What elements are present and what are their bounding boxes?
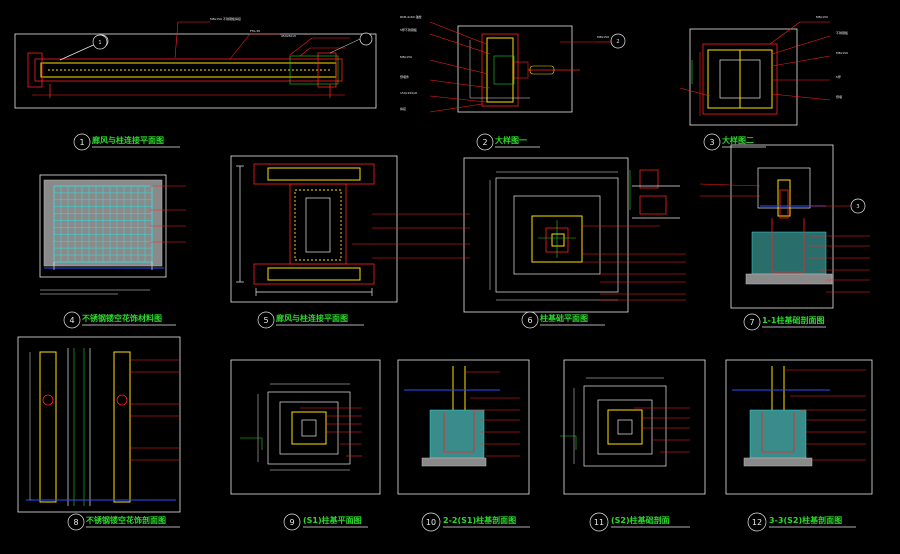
drawing-number-7: 7 xyxy=(749,318,754,327)
svg-text:M8x150: M8x150 xyxy=(836,51,848,55)
title-block-2: 2 大样图一 xyxy=(476,133,540,151)
drawing-title-10: 2-2(S1)柱基剖面图 xyxy=(443,515,516,525)
detail-11-plan xyxy=(560,377,690,467)
detail-5 xyxy=(236,163,470,296)
svg-text:M8x150 不锈钢板焊接: M8x150 不锈钢板焊接 xyxy=(210,16,241,21)
detail-3: M8x150 不锈钢板 M8x150 5厚 预埋 xyxy=(679,15,848,116)
drawing-title-12: 3-3(S2)柱基剖面图 xyxy=(769,515,842,525)
drawing-title-3: 大样图二 xyxy=(722,135,754,145)
detail-1-plan: M8x150 不锈钢板焊接 FTA-30 450x50x5 xyxy=(27,16,373,98)
drawing-number-5: 5 xyxy=(263,316,268,325)
section-mark-3-label: 3 xyxy=(856,204,859,210)
section-mark-bubble xyxy=(850,198,866,214)
title-block-1: 1 廊风与柱连接平面图 xyxy=(73,133,180,151)
detail-4-lattice xyxy=(40,179,186,295)
frame-1 xyxy=(14,33,377,109)
detail-7-section xyxy=(699,167,870,293)
title-block-7: 7 1-1柱基础剖面图 xyxy=(743,313,826,331)
frame-8 xyxy=(17,336,181,513)
drawing-title-2: 大样图一 xyxy=(495,135,527,145)
svg-text:RCB-4x60 锚栓: RCB-4x60 锚栓 xyxy=(400,14,422,19)
drawing-number-11: 11 xyxy=(594,518,604,527)
svg-text:预埋: 预埋 xyxy=(836,94,842,99)
drawing-number-4: 4 xyxy=(69,316,74,325)
drawing-title-11: (S2)柱基础剖面 xyxy=(611,515,670,525)
svg-text:150x150x8: 150x150x8 xyxy=(400,91,417,95)
drawing-title-4: 不锈钢镂空花饰材料图 xyxy=(82,313,162,323)
drawing-number-6: 6 xyxy=(527,316,532,325)
detail-2: RCB-4x60 锚栓 5厚不锈钢板 M8x150 预埋件 150x150x8 … xyxy=(400,14,625,113)
frame-2 xyxy=(457,25,573,113)
svg-text:预埋件: 预埋件 xyxy=(400,74,409,79)
detail-9-plan xyxy=(240,383,362,471)
title-block-4: 4 不锈钢镂空花饰材料图 xyxy=(63,311,176,329)
title-block-12: 12 3-3(S2)柱基剖面图 xyxy=(747,512,856,532)
drawing-number-8: 8 xyxy=(73,518,78,527)
detail-12-section xyxy=(732,366,866,467)
section-mark-bubble xyxy=(610,33,626,49)
drawing-title-6: 柱基础平面图 xyxy=(540,313,588,323)
title-blocks: 1 廊风与柱连接平面图 2 大样图一 3 大样图二 4 不锈钢镂空花饰材料图 5… xyxy=(63,133,856,532)
section-marks: 1 2 3 xyxy=(92,33,866,214)
drawing-title-7: 1-1柱基础剖面图 xyxy=(762,315,824,325)
title-block-3: 3 大样图二 xyxy=(703,133,766,151)
drawing-number-1: 1 xyxy=(79,138,84,147)
title-block-5: 5 廊风与柱连接平面图 xyxy=(257,311,364,329)
svg-text:450x50x5: 450x50x5 xyxy=(281,34,296,38)
detail-8-section xyxy=(26,348,180,506)
drawing-title-9: (S1)柱基平面图 xyxy=(303,515,362,525)
section-mark-2-label: 2 xyxy=(616,39,619,45)
frame-7 xyxy=(730,144,834,309)
section-mark-bubble xyxy=(92,34,108,50)
svg-text:M8x150: M8x150 xyxy=(816,15,828,19)
svg-text:焊接: 焊接 xyxy=(400,106,406,111)
frame-3 xyxy=(689,28,798,126)
frame-5 xyxy=(230,155,398,303)
drawing-number-2: 2 xyxy=(482,138,487,147)
title-block-6: 6 柱基础平面图 xyxy=(521,311,605,329)
section-mark-1-label: 1 xyxy=(98,40,101,46)
frame-10 xyxy=(397,359,530,495)
drawing-number-3: 3 xyxy=(709,138,714,147)
frame-6 xyxy=(463,157,629,313)
drawing-title-5: 廊风与柱连接平面图 xyxy=(276,313,348,323)
drawing-number-9: 9 xyxy=(289,518,294,527)
detail-6-foundation-plan xyxy=(489,169,686,301)
title-block-10: 10 2-2(S1)柱基剖面图 xyxy=(421,512,530,532)
svg-text:M8x150: M8x150 xyxy=(597,35,609,39)
frame-12 xyxy=(725,359,873,495)
svg-text:5厚: 5厚 xyxy=(836,74,841,79)
svg-text:5厚不锈钢板: 5厚不锈钢板 xyxy=(400,27,417,32)
svg-text:不锈钢板: 不锈钢板 xyxy=(836,30,848,35)
frame-9 xyxy=(230,359,381,495)
detail-10-section xyxy=(404,366,520,467)
title-block-8: 8 不锈钢镂空花饰剖面图 xyxy=(67,513,180,531)
drawing-number-10: 10 xyxy=(426,518,436,527)
drawing-title-8: 不锈钢镂空花饰剖面图 xyxy=(86,515,166,525)
svg-text:FTA-30: FTA-30 xyxy=(250,29,260,33)
drawing-title-1: 廊风与柱连接平面图 xyxy=(92,135,164,145)
drawing-number-12: 12 xyxy=(752,518,762,527)
title-block-9: 9 (S1)柱基平面图 xyxy=(283,513,368,531)
svg-text:M8x150: M8x150 xyxy=(400,55,412,59)
frame-11 xyxy=(563,359,706,495)
title-block-11: 11 (S2)柱基础剖面 xyxy=(589,512,690,532)
